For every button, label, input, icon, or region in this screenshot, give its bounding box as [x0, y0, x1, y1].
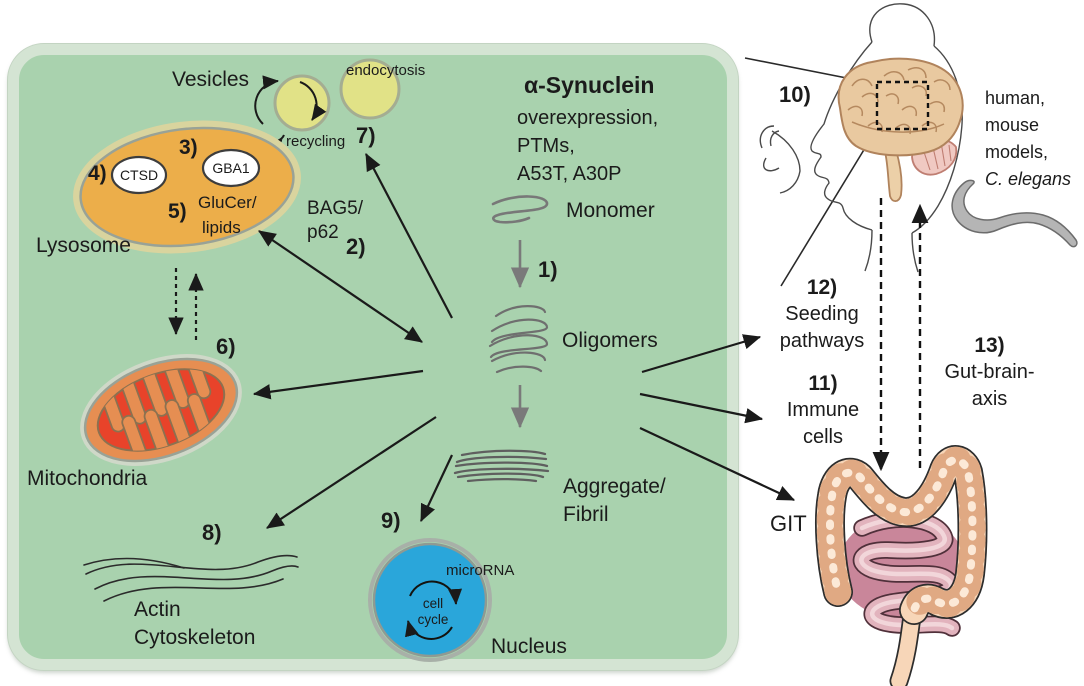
recycling-label: recycling — [286, 133, 346, 150]
endocytosis-label: endocytosis — [346, 62, 426, 79]
models-line1: human, — [985, 88, 1046, 108]
gba1-label: GBA1 — [212, 160, 250, 176]
seeding-line1: Seeding — [785, 303, 859, 325]
ctsd-label: CTSD — [119, 167, 159, 183]
step-5-label: 5) — [168, 200, 187, 223]
human-head-sketch — [759, 3, 963, 273]
arrow-to-seeding-12 — [641, 334, 762, 374]
mitochondria-label: Mitochondria — [27, 467, 148, 490]
monomer-squiggle-icon — [491, 195, 549, 224]
arrow-to-mitochondria — [252, 369, 424, 400]
step-11-label: 11) — [808, 372, 838, 395]
brain-region-box — [875, 80, 930, 131]
oligomers-label: Oligomers — [562, 329, 658, 352]
bag5-label-line2: p62 — [307, 222, 339, 243]
actin-label-line2: Cytoskeleton — [134, 626, 256, 649]
modifiers-line1: overexpression, — [517, 107, 659, 129]
seeding-line2: pathways — [779, 330, 865, 352]
synuclein-title: α-Synuclein — [524, 72, 655, 98]
aggregate-label-line1: Aggregate/ — [563, 475, 666, 498]
models-line3: models, — [985, 142, 1049, 162]
gutbrain-line2: axis — [971, 388, 1008, 410]
vesicles-label: Vesicles — [172, 68, 250, 91]
step-10-label: 10) — [779, 82, 811, 107]
glucer-label-line2: lipids — [202, 218, 241, 237]
cell-cycle-line1: cell — [422, 596, 444, 611]
cell-cycle-label: cell cycle — [404, 596, 462, 628]
endocytosis-vesicle-icon — [339, 58, 401, 120]
bag5-label-line1: BAG5/ — [307, 198, 363, 219]
lysosome-mito-dashed-arrows — [168, 268, 204, 340]
step-9-label: 9) — [381, 508, 401, 533]
arrow-to-vesicle-7 — [365, 153, 453, 319]
immune-line1: Immune — [786, 399, 860, 421]
arrow-lysosome-hub-2 — [258, 230, 423, 343]
step-7-label: 7) — [356, 123, 376, 148]
models-line2: mouse — [985, 115, 1040, 135]
git-illustration — [815, 445, 988, 686]
immune-cells-label: 11) Immune cells — [768, 370, 878, 451]
step-1-label: 1) — [538, 257, 558, 282]
immune-line2: cells — [802, 426, 843, 448]
git-label: GIT — [770, 511, 807, 536]
arrow-to-actin-8 — [266, 416, 437, 529]
oligomers-squiggle-icon — [488, 305, 549, 374]
modifiers-line2: PTMs, — [517, 135, 575, 157]
models-line4-c-elegans: C. elegans — [985, 169, 1072, 189]
nucleus-label: Nucleus — [491, 635, 567, 658]
cell-cycle-line2: cycle — [417, 612, 449, 627]
actin-filaments-icon — [83, 554, 299, 602]
gut-brain-dashed-arrows — [872, 198, 929, 472]
arrow-to-git — [639, 427, 795, 501]
lysosome-label: Lysosome — [36, 234, 131, 257]
brain-illustration — [837, 57, 964, 203]
ctsd-oval — [110, 155, 168, 195]
step-12-label: 12) — [806, 276, 838, 299]
c-elegans-worm-icon — [951, 179, 1078, 248]
modifiers-line3: A53T, A30P — [517, 163, 622, 185]
seeding-pathways-label: 12) Seeding pathways — [763, 274, 881, 355]
monomer-label: Monomer — [566, 199, 655, 222]
gba1-oval — [201, 148, 261, 188]
cell-cycle-loop-icon — [405, 580, 463, 640]
step-2-label: 2) — [346, 234, 366, 259]
microrna-label: microRNA — [446, 562, 515, 579]
actin-label-line1: Actin — [134, 598, 181, 621]
step-13-label: 13) — [974, 334, 1005, 357]
nucleus-shape — [368, 538, 492, 662]
gut-brain-axis-label: 13) Gut-brain- axis — [927, 332, 1052, 413]
step-6-label: 6) — [216, 334, 236, 359]
arrow-to-nucleus-9 — [420, 454, 453, 522]
gutbrain-line1: Gut-brain- — [944, 361, 1035, 383]
glucer-label-line1: GluCer/ — [198, 193, 257, 212]
aggregate-label-line2: Fibril — [563, 503, 609, 526]
arrow-to-immune-11 — [639, 392, 764, 424]
model-systems-label: human, mouse models, C. elegans — [985, 85, 1071, 193]
aggregate-fibril-icon — [453, 449, 550, 483]
step-4-label: 4) — [88, 162, 107, 185]
recycling-vesicle-icon — [273, 74, 331, 132]
mitochondria-shape — [80, 353, 242, 467]
step-8-label: 8) — [202, 520, 222, 545]
step-3-label: 3) — [179, 136, 198, 159]
